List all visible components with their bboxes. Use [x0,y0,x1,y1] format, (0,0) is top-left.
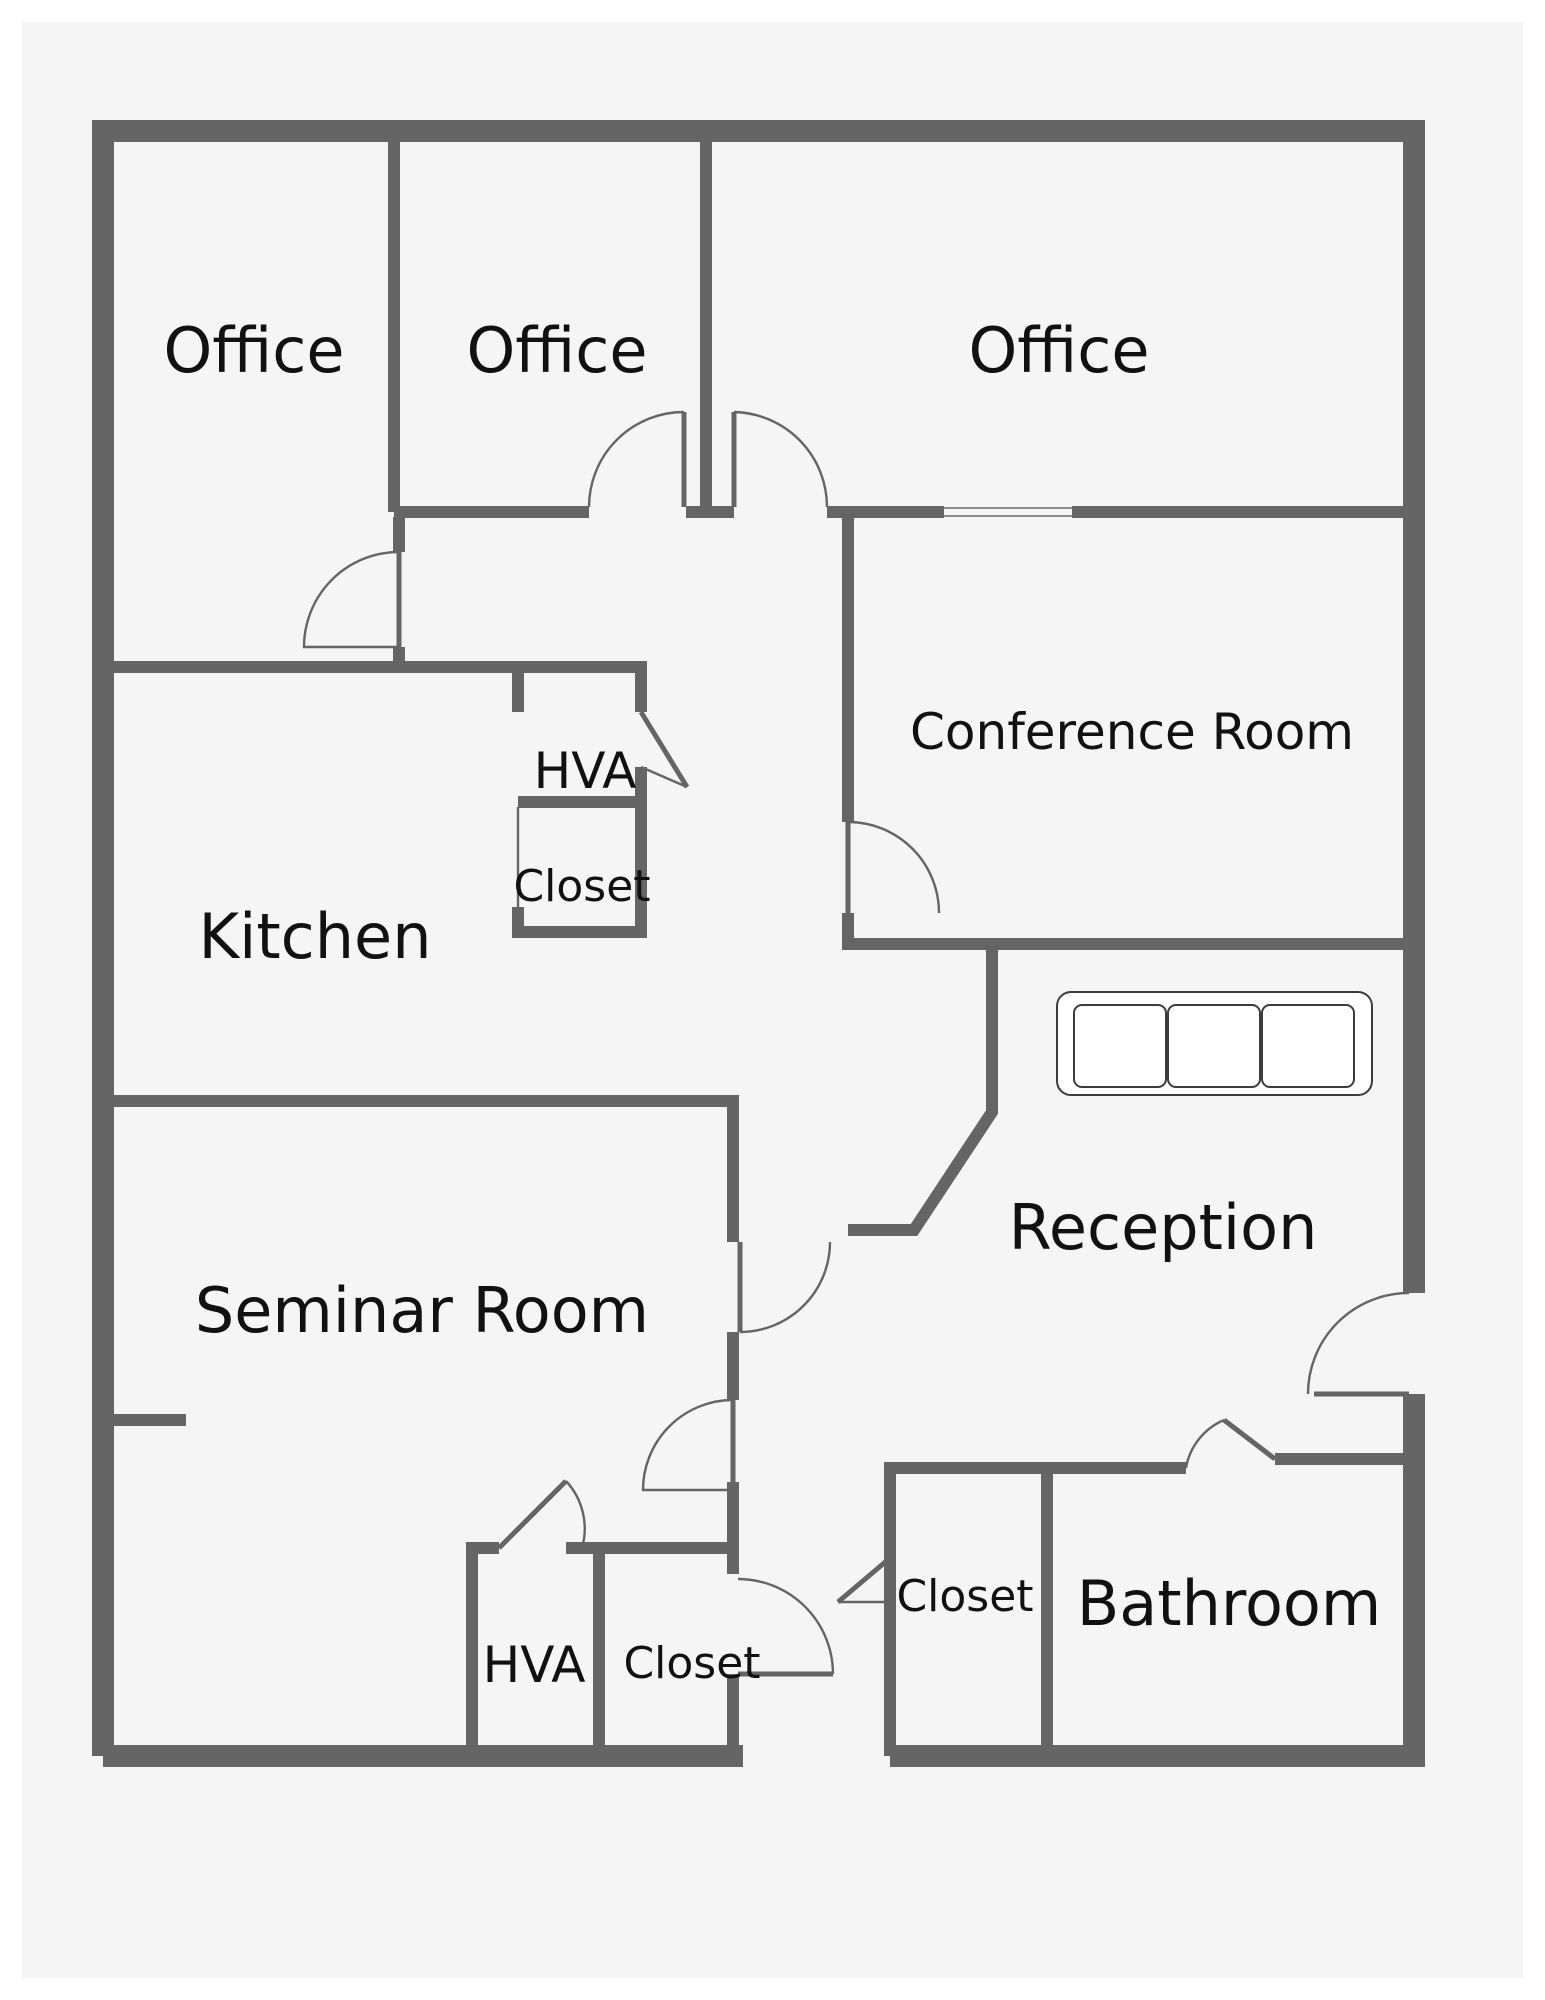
door-office-right [731,410,829,508]
door-office-middle [587,410,687,508]
door-office-left [302,550,402,649]
label-seminar-room: Seminar Room [195,1274,649,1347]
label-bathroom: Bathroom [1077,1567,1382,1640]
door-exterior [1306,1291,1410,1397]
label-office-middle: Office [467,314,648,387]
exterior-walls [92,120,1425,1767]
label-reception: Reception [1009,1191,1318,1264]
label-hva-top: HVA [534,742,637,800]
door-seminar-bottom [641,1398,736,1492]
floor-plan-sheet: Office Office Office Conference Room HVA… [22,22,1523,1978]
door-conference [845,820,941,914]
label-kitchen: Kitchen [198,900,431,973]
door-closet-bottom [737,1577,835,1677]
door-hva-bottom [497,1479,586,1550]
interior-walls [108,136,1414,1756]
sofa-icon [1056,991,1373,1096]
label-closet-top: Closet [513,861,650,912]
label-hva-bottom: HVA [483,1636,586,1694]
room-labels: Office Office Office Conference Room HVA… [164,314,1382,1694]
door-closet-bath [836,1556,892,1604]
door-seminar-right [737,1241,832,1334]
label-office-right: Office [969,314,1150,387]
label-closet-bottom: Closet [623,1638,760,1689]
label-conference-room: Conference Room [910,703,1354,761]
window [944,507,1072,517]
label-closet-bath: Closet [896,1571,1033,1622]
doors [302,410,1410,1677]
label-office-left: Office [164,314,345,387]
door-bathroom [1184,1418,1277,1469]
door-hva-top [638,710,690,789]
floor-plan: Office Office Office Conference Room HVA… [92,120,1425,1767]
